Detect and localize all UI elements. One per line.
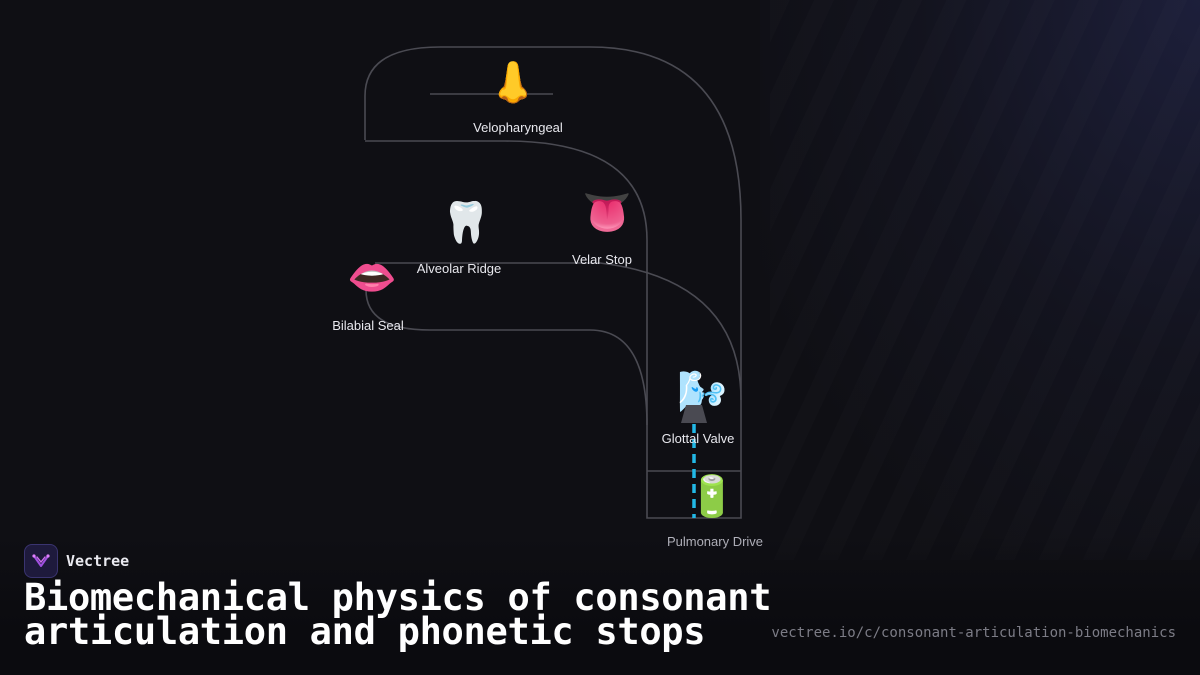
glottis-valve-shape [681, 405, 707, 423]
node-bilabial-seal[interactable]: 👄 Bilabial Seal [332, 255, 404, 333]
vocal-tract-outline [364, 46, 742, 519]
node-velar-stop[interactable]: 👅 Velar Stop [572, 190, 632, 267]
brand[interactable]: Vectree [24, 544, 129, 578]
battery-icon: 🔋 [687, 473, 737, 520]
brand-name: Vectree [66, 552, 130, 570]
vectree-logo-icon [24, 544, 58, 578]
node-alveolar-ridge[interactable]: 🦷 Alveolar Ridge [417, 199, 502, 276]
source-url[interactable]: vectree.io/c/consonant-articulation-biom… [771, 625, 1176, 641]
node-label-bilabial-seal: Bilabial Seal [332, 318, 404, 333]
page-title: Biomechanical physics of consonant artic… [24, 576, 772, 653]
node-pulmonary-drive[interactable]: 🔋 Pulmonary Drive [667, 473, 763, 549]
tooth-icon: 🦷 [441, 199, 491, 246]
palate-line [375, 262, 742, 401]
lips-icon: 👄 [347, 255, 397, 301]
node-label-velopharyngeal: Velopharyngeal [473, 120, 563, 135]
node-label-alveolar-ridge: Alveolar Ridge [417, 261, 502, 276]
nasal-divider [365, 140, 648, 425]
node-velopharyngeal[interactable]: 👃 Velopharyngeal [473, 59, 563, 135]
node-label-glottal-valve: Glottal Valve [662, 431, 735, 446]
nose-icon: 👃 [488, 59, 538, 106]
tongue-icon: 👅 [582, 190, 632, 236]
node-label-velar-stop: Velar Stop [572, 252, 632, 267]
node-label-pulmonary-drive: Pulmonary Drive [667, 534, 763, 549]
node-glottal-valve[interactable]: 🌬️ Glottal Valve [662, 369, 735, 446]
outer-tract-wall [364, 46, 742, 519]
